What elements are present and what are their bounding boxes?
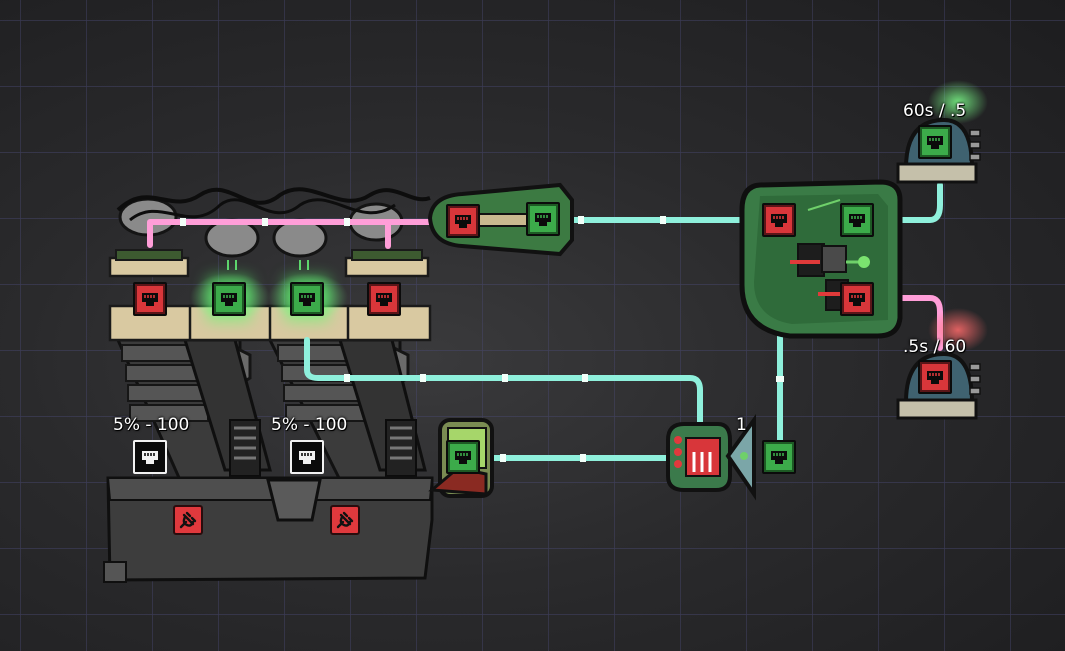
power-warning-right[interactable] [330, 505, 360, 535]
power-plug-warning-icon [179, 511, 197, 529]
battery-sensor-port-left[interactable] [133, 440, 167, 474]
counter-value-label: 1 [736, 415, 747, 435]
signal-counter [666, 413, 756, 501]
logic-port-shelf-4[interactable] [367, 282, 401, 316]
timer-top-label: 60s / .5 [903, 101, 967, 121]
ethernet-port-icon [849, 293, 865, 306]
wire-joints [180, 216, 784, 462]
logic-board-output-port-top[interactable] [840, 203, 874, 237]
ethernet-port-icon [771, 451, 787, 464]
filter-gate-output-port[interactable] [526, 202, 560, 236]
power-sensor-port[interactable] [446, 440, 480, 474]
logic-port-shelf-3[interactable] [290, 282, 324, 316]
battery-sensor-port-right[interactable] [290, 440, 324, 474]
ethernet-port-icon [455, 215, 471, 228]
sensor-right-label: 5% - 100 [271, 415, 348, 435]
timer-lamp-top-port[interactable] [918, 125, 952, 159]
ethernet-port-icon [142, 293, 158, 306]
ethernet-port-icon [455, 451, 471, 464]
filter-gate-input-port[interactable] [446, 204, 480, 238]
ethernet-port-icon [535, 213, 551, 226]
logic-board-input-port[interactable] [762, 203, 796, 237]
ethernet-port-icon [771, 214, 787, 227]
generator-machine [103, 187, 434, 583]
sensor-left-label: 5% - 100 [113, 415, 190, 435]
ethernet-port-icon [142, 451, 158, 464]
logic-port-shelf-1[interactable] [133, 282, 167, 316]
power-warning-left[interactable] [173, 505, 203, 535]
ethernet-port-icon [927, 371, 943, 384]
ethernet-port-icon [221, 293, 237, 306]
logic-port-shelf-2[interactable] [212, 282, 246, 316]
power-plug-warning-icon [336, 511, 354, 529]
ethernet-port-icon [299, 451, 315, 464]
timer-bottom-label: .5s / 60 [903, 337, 967, 357]
ethernet-port-icon [376, 293, 392, 306]
ethernet-port-icon [927, 136, 943, 149]
logic-board-output-port-bottom[interactable] [840, 282, 874, 316]
ethernet-port-icon [299, 293, 315, 306]
ethernet-port-icon [849, 214, 865, 227]
signal-counter-output-port[interactable] [762, 440, 796, 474]
timer-lamp-bottom-port[interactable] [918, 360, 952, 394]
